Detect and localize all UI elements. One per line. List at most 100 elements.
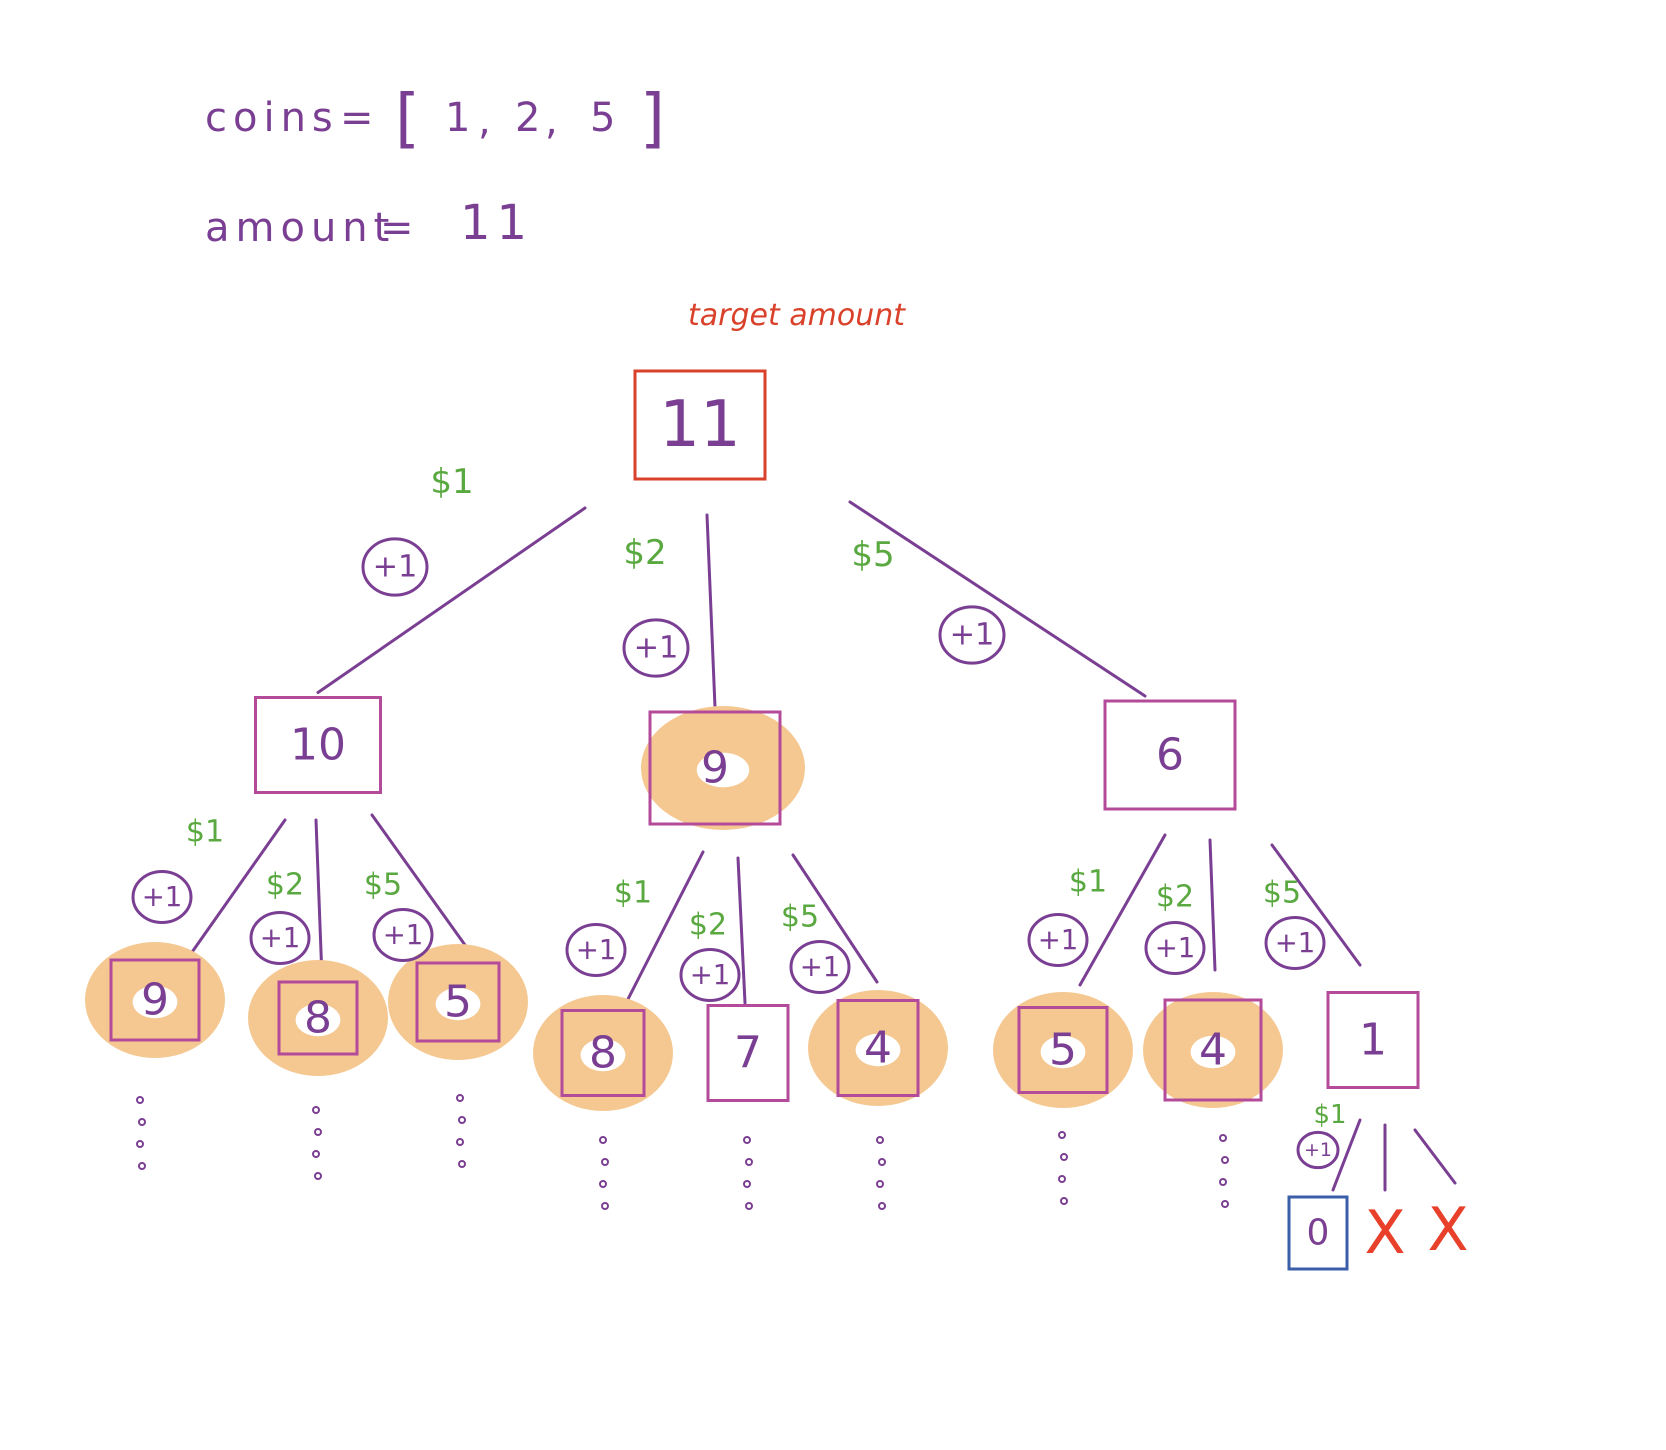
- node-l1-box-0: [254, 696, 382, 794]
- coin-value-1: 1: [445, 95, 477, 141]
- coins-open-bracket: [: [395, 82, 426, 156]
- coin-label-l1-0: $1: [430, 462, 473, 502]
- coin-comma-1: ,: [478, 98, 497, 144]
- memo-highlight-l2-2-core: [435, 987, 481, 1021]
- node-l2-box-6: [1017, 1006, 1109, 1094]
- continuation-dot-7-3: [1221, 1200, 1229, 1208]
- step-badge-l1-2: +1: [950, 618, 995, 653]
- step-badge-l2-8: +1: [1275, 927, 1316, 959]
- continuation-dot-2-3: [458, 1160, 466, 1168]
- node-l1-box-2: [1103, 699, 1237, 811]
- continuation-dot-0-3: [138, 1162, 146, 1170]
- continuation-dot-6-3: [1060, 1197, 1068, 1205]
- continuation-dot-6-1: [1060, 1153, 1068, 1161]
- amount-value: 11: [460, 195, 534, 251]
- coins-label: coins: [205, 95, 339, 141]
- root-node-box: [633, 369, 767, 481]
- step-badge-l2-4: +1: [690, 959, 731, 991]
- step-badge-l1-1-circle: [622, 618, 690, 678]
- coin-label-l2-4: $2: [689, 908, 727, 943]
- coin-label-l2-3: $1: [614, 876, 652, 911]
- continuation-dot-3-3: [601, 1202, 609, 1210]
- edge-l1-0: [316, 506, 587, 694]
- step-badge-l2-0: +1: [142, 881, 183, 913]
- memo-highlight-l2-5-core: [855, 1033, 901, 1067]
- node-l2-value-7: 4: [1199, 1025, 1227, 1076]
- memo-highlight-l2-6-core: [1040, 1035, 1086, 1069]
- continuation-dot-3-2: [599, 1180, 607, 1188]
- coin-label-l2-6: $1: [1069, 865, 1107, 900]
- node-l2-value-5: 4: [864, 1023, 892, 1074]
- coin-label-l2-0: $1: [186, 815, 224, 850]
- step-badge-l3-0: +1: [1304, 1139, 1332, 1161]
- step-badge-l2-7: +1: [1155, 932, 1196, 964]
- node-l2-box-3: [560, 1009, 646, 1097]
- step-badge-l2-6-circle: [1027, 912, 1089, 968]
- memo-highlight-l1-1-core: [696, 752, 750, 788]
- step-badge-l2-2-circle: [372, 907, 434, 963]
- memo-highlight-l2-0-core: [132, 985, 178, 1019]
- continuation-dot-2-0: [456, 1094, 464, 1102]
- continuation-dot-7-2: [1219, 1178, 1227, 1186]
- continuation-dot-5-0: [876, 1136, 884, 1144]
- coin-label-l2-1: $2: [266, 868, 304, 903]
- coins-equals: =: [340, 95, 380, 141]
- coin-label-l2-8: $5: [1263, 876, 1301, 911]
- step-badge-l2-1-circle: [249, 910, 311, 966]
- step-badge-l2-8-circle: [1264, 915, 1326, 971]
- edge-l3-2: [1413, 1128, 1457, 1185]
- continuation-dot-6-0: [1058, 1131, 1066, 1139]
- node-l2-box-7: [1163, 998, 1263, 1102]
- step-badge-l1-0-circle: [361, 537, 429, 597]
- coin-label-l2-7: $2: [1156, 880, 1194, 915]
- node-l2-box-5: [836, 999, 920, 1097]
- edge-l2-6: [1078, 833, 1167, 987]
- node-l2-value-1: 8: [304, 993, 332, 1044]
- continuation-dot-1-2: [312, 1150, 320, 1158]
- continuation-dot-6-2: [1058, 1175, 1066, 1183]
- node-l1-value-0: 10: [290, 720, 346, 771]
- edge-l1-2: [848, 500, 1147, 698]
- continuation-dot-4-3: [745, 1202, 753, 1210]
- step-badge-l2-5-circle: [789, 939, 851, 995]
- continuation-dot-4-1: [745, 1158, 753, 1166]
- step-badge-l2-1: +1: [260, 922, 301, 954]
- edge-l1-1: [705, 513, 717, 709]
- step-badge-l2-7-circle: [1144, 920, 1206, 976]
- step-badge-l1-1: +1: [634, 631, 679, 666]
- step-badge-l2-4-circle: [679, 947, 741, 1003]
- memo-highlight-l2-3-core: [580, 1038, 626, 1072]
- step-badge-l2-3-circle: [565, 922, 627, 978]
- continuation-dot-1-0: [312, 1106, 320, 1114]
- invalid-mark-2: X: [1427, 1195, 1468, 1265]
- node-l2-box-4: [706, 1004, 790, 1102]
- node-l2-value-6: 5: [1049, 1025, 1077, 1076]
- node-l2-value-8: 1: [1359, 1015, 1387, 1066]
- node-l2-value-0: 9: [141, 975, 169, 1026]
- continuation-dot-4-2: [743, 1180, 751, 1188]
- coin-label-l1-2: $5: [851, 535, 894, 575]
- root-note: target amount: [688, 298, 906, 333]
- memo-highlight-l2-1-core: [295, 1003, 341, 1037]
- continuation-dot-5-2: [876, 1180, 884, 1188]
- step-badge-l2-6: +1: [1038, 924, 1079, 956]
- node-l1-value-2: 6: [1156, 730, 1184, 781]
- node-l1-box-1: [648, 710, 782, 826]
- coin-value-2: 2: [515, 95, 547, 141]
- continuation-dot-7-0: [1219, 1134, 1227, 1142]
- step-badge-l2-3: +1: [576, 934, 617, 966]
- continuation-dot-4-0: [743, 1136, 751, 1144]
- coins-close-bracket: ]: [640, 82, 671, 156]
- base-case-value: 0: [1307, 1213, 1330, 1254]
- continuation-dot-1-1: [314, 1128, 322, 1136]
- edge-l2-7: [1208, 838, 1217, 972]
- coin-label-l2-2: $5: [364, 868, 402, 903]
- root-node-value: 11: [659, 388, 740, 462]
- continuation-dot-5-1: [878, 1158, 886, 1166]
- node-l2-box-0: [109, 958, 201, 1042]
- continuation-dot-2-2: [456, 1138, 464, 1146]
- node-l2-box-2: [415, 961, 501, 1043]
- node-l2-value-3: 8: [589, 1028, 617, 1079]
- coin-label-l3-0: $1: [1313, 1100, 1346, 1130]
